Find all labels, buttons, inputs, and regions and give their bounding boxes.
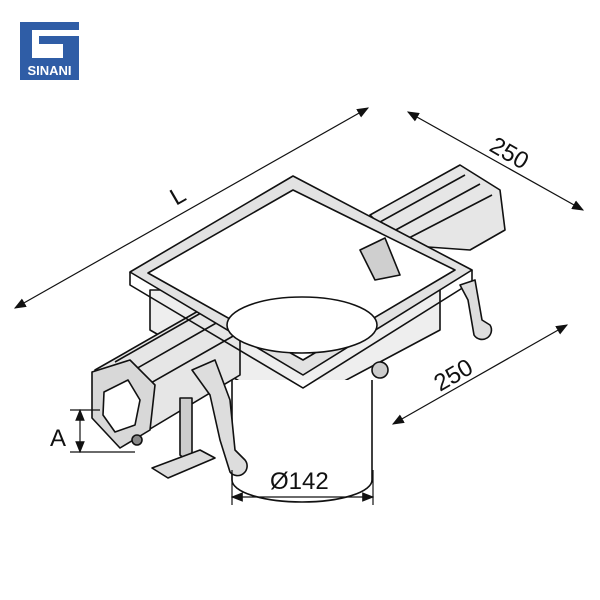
right-bracket xyxy=(459,279,493,341)
drain-opening xyxy=(226,296,378,354)
sinani-logo: SINANI xyxy=(20,22,79,80)
leveling-foot xyxy=(179,397,193,461)
dim-diameter-label: Ø142 xyxy=(270,468,329,495)
outlet-pipe xyxy=(231,380,373,503)
logo-text: SINANI xyxy=(27,63,72,78)
left-bracket xyxy=(191,359,248,477)
dim-length-label: L xyxy=(166,181,191,211)
dim-height-label: A xyxy=(50,425,66,452)
dim-width-right-label: 250 xyxy=(430,354,478,397)
dim-width-top-label: 250 xyxy=(485,132,533,175)
